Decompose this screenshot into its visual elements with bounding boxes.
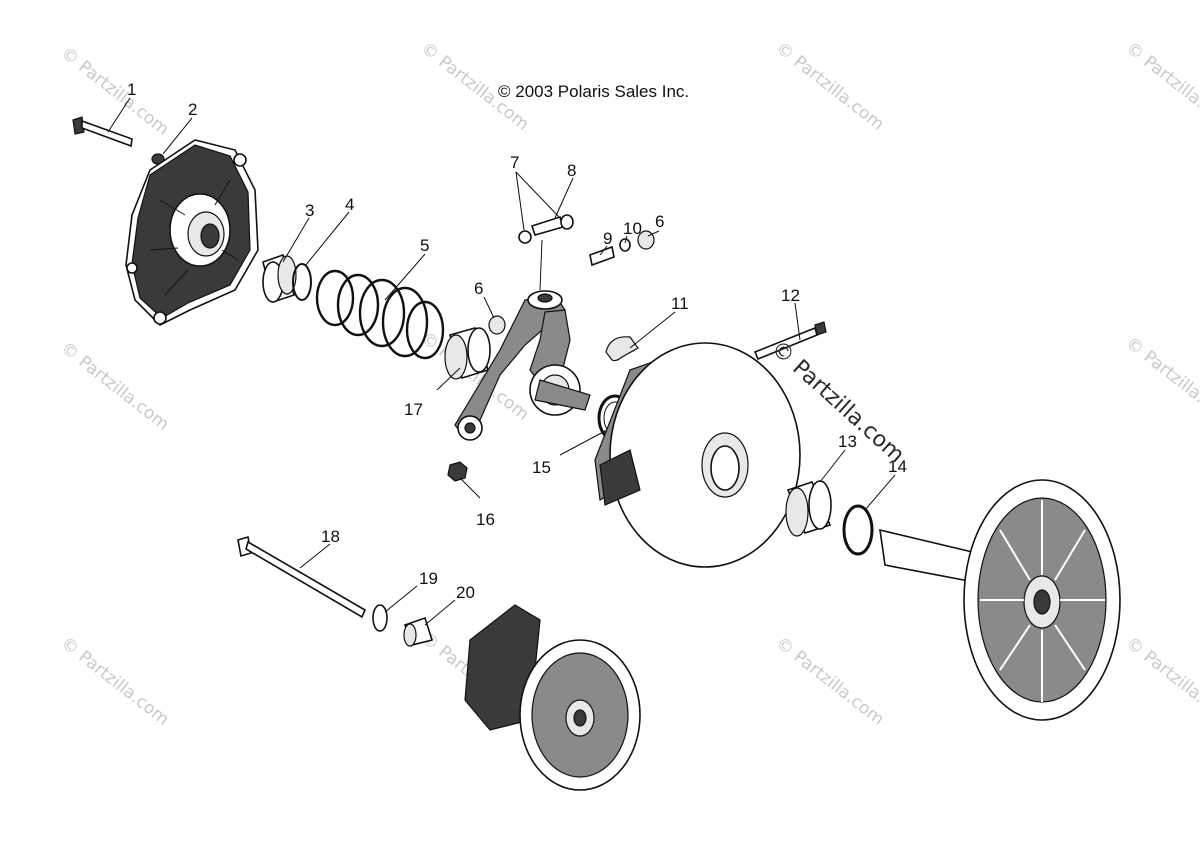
watermark: © Partzilla.com <box>57 633 173 730</box>
callout-12: 12 <box>781 286 800 305</box>
watermark: © Partzilla.com <box>772 633 888 730</box>
part-3-bushing <box>262 253 297 304</box>
callout-11: 11 <box>671 294 689 313</box>
callout-17: 17 <box>404 400 423 419</box>
callout-5: 5 <box>420 236 429 255</box>
part-17-spring-cup <box>444 327 491 380</box>
callout-14: 14 <box>888 457 907 476</box>
part-14-ring <box>842 504 874 556</box>
watermark: © Partzilla.com <box>1122 633 1200 730</box>
callout-6-left: 6 <box>474 279 483 298</box>
callout-15: 15 <box>532 458 551 477</box>
part-6-roller <box>488 315 506 335</box>
watermark: © Partzilla.com <box>1122 38 1200 135</box>
copyright-text: © 2003 Polaris Sales Inc. <box>498 82 689 101</box>
callout-20: 20 <box>456 583 475 602</box>
callout-6-right: 6 <box>655 212 664 231</box>
callout-16: 16 <box>476 510 495 529</box>
part-12-bolt <box>753 321 827 361</box>
part-19-washer <box>372 604 388 632</box>
part-18-bolt <box>237 535 367 619</box>
leader-lines <box>107 97 896 626</box>
callout-3: 3 <box>305 201 314 220</box>
callout-1: 1 <box>127 80 136 99</box>
part-11-weight <box>605 336 639 362</box>
part-1-bolt <box>72 116 133 148</box>
callout-13: 13 <box>838 432 857 451</box>
part-7-8-pin <box>518 214 574 244</box>
callout-10: 10 <box>623 219 642 238</box>
part-4-snap-ring <box>292 263 312 301</box>
callout-19: 19 <box>419 569 438 588</box>
part-5-spring <box>315 269 445 360</box>
callout-labels: 1 2 3 4 5 6 6 7 8 9 10 11 12 13 14 15 16… <box>127 80 907 602</box>
part-spider <box>454 290 591 441</box>
callout-7: 7 <box>510 153 519 172</box>
part-13-bushing <box>785 480 832 537</box>
callout-8: 8 <box>567 161 576 180</box>
part-cover <box>125 139 259 326</box>
callout-18: 18 <box>321 527 340 546</box>
callout-2: 2 <box>188 100 197 119</box>
callout-9: 9 <box>603 229 612 248</box>
part-fixed-sheave <box>879 479 1121 721</box>
watermark: © Partzilla.com <box>1122 333 1200 430</box>
part-clutch-assembly <box>464 604 641 791</box>
watermark: © Partzilla.com <box>57 338 173 435</box>
callout-4: 4 <box>345 195 354 214</box>
part-moving-sheave <box>594 342 801 568</box>
part-16-nut <box>447 461 468 482</box>
watermark: © Partzilla.com <box>772 38 888 135</box>
part-9-10-6-roller-pin <box>589 230 655 267</box>
